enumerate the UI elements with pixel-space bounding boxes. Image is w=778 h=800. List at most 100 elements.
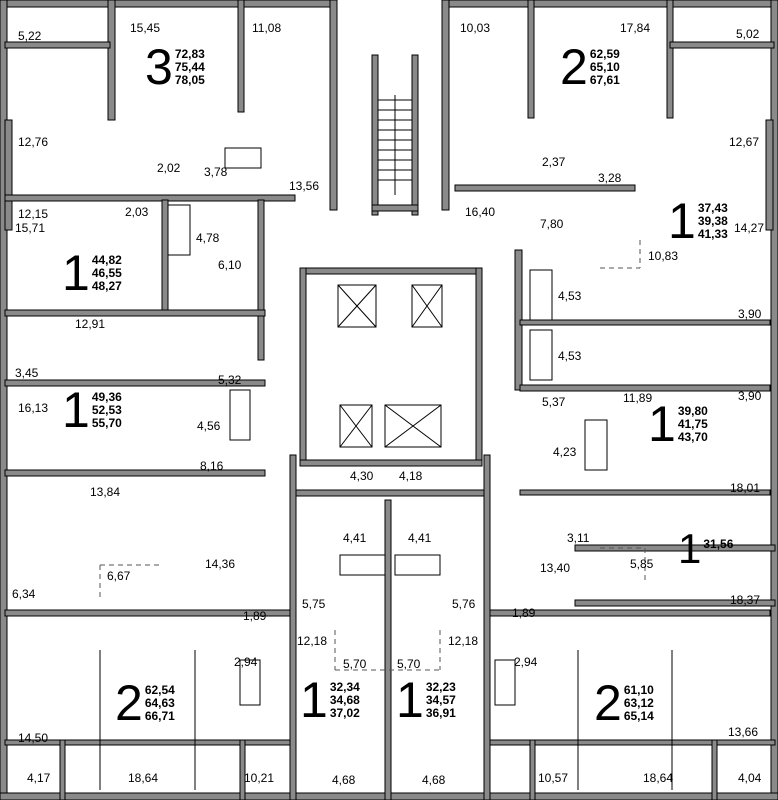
room-area-label: 14,50 xyxy=(18,731,49,745)
area-value: 64,63 xyxy=(144,695,175,710)
room-area-label: 11,08 xyxy=(252,21,282,35)
apartment-1room-right-b: 1 39,80 41,75 43,70 xyxy=(648,399,708,449)
room-area-label: 4,68 xyxy=(332,773,356,787)
room-area-label: 5,37 xyxy=(542,395,566,409)
room-area-label: 14,36 xyxy=(205,557,236,571)
room-area-label: 4,53 xyxy=(558,289,582,303)
room-area-label: 5,22 xyxy=(18,29,42,43)
room-area-label: 18,01 xyxy=(730,481,761,495)
area-value: 39,38 xyxy=(697,213,728,228)
area-value: 37,02 xyxy=(329,705,360,720)
room-area-label: 4,78 xyxy=(196,231,220,245)
room-area-label: 11,89 xyxy=(623,391,653,405)
room-area-label: 10,57 xyxy=(538,771,569,785)
room-area-label: 4,68 xyxy=(422,773,446,787)
room-area-label: 16,40 xyxy=(465,205,496,219)
area-value: 67,61 xyxy=(589,72,620,87)
room-area-label: 18,64 xyxy=(128,771,159,785)
room-count: 1 xyxy=(678,525,702,572)
room-area-label: 8,16 xyxy=(200,459,224,473)
room-count: 2 xyxy=(594,675,622,731)
room-area-label: 1,89 xyxy=(243,609,267,623)
room-area-label: 12,18 xyxy=(448,634,479,648)
apartment-2room-bottom-left: 2 62,54 64,63 66,71 xyxy=(115,678,175,728)
area-value: 52,53 xyxy=(91,402,122,417)
area-value: 49,36 xyxy=(91,389,122,404)
area-value: 31,56 xyxy=(703,537,734,551)
area-value: 41,75 xyxy=(677,416,708,431)
apartment-1room-left-b: 1 49,36 52,53 55,70 xyxy=(62,385,122,435)
room-area-label: 10,83 xyxy=(648,249,679,263)
room-area-label: 13,56 xyxy=(289,179,320,193)
room-area-label: 18,37 xyxy=(730,593,761,607)
area-value: 36,91 xyxy=(425,705,456,720)
area-value: 34,57 xyxy=(425,692,456,707)
room-area-label: 10,21 xyxy=(244,771,275,785)
area-value: 48,27 xyxy=(91,278,122,293)
room-area-label: 4,17 xyxy=(27,771,51,785)
area-value: 46,55 xyxy=(91,265,122,280)
room-area-label: 15,45 xyxy=(130,21,161,35)
room-area-label: 4,18 xyxy=(399,469,423,483)
room-area-label: 6,67 xyxy=(107,569,131,583)
room-count: 3 xyxy=(145,39,173,95)
area-value: 72,83 xyxy=(174,46,205,61)
room-area-label: 3,90 xyxy=(738,307,762,321)
area-value: 65,14 xyxy=(623,708,654,723)
area-value: 32,34 xyxy=(329,679,360,694)
room-area-label: 5,02 xyxy=(736,27,760,41)
room-area-label: 1,89 xyxy=(512,606,536,620)
room-area-label: 6,10 xyxy=(218,258,242,272)
room-area-label: 12,91 xyxy=(75,317,106,331)
room-area-label: 12,18 xyxy=(297,634,328,648)
area-value: 34,68 xyxy=(329,692,360,707)
room-area-label: 10,03 xyxy=(460,21,491,35)
room-area-label: 4,30 xyxy=(350,469,374,483)
area-value: 43,70 xyxy=(677,429,708,444)
room-area-label: 4,23 xyxy=(553,445,577,459)
area-value: 61,10 xyxy=(623,682,654,697)
room-area-label: 4,41 xyxy=(408,531,432,545)
room-area-label: 13,40 xyxy=(540,561,571,575)
room-area-label: 5,70 xyxy=(397,657,421,671)
room-area-label: 2,94 xyxy=(514,655,538,669)
apartment-1room-right-a: 1 37,43 39,38 41,33 xyxy=(668,196,728,246)
room-area-label: 2,02 xyxy=(157,161,181,175)
area-value: 32,23 xyxy=(425,679,456,694)
room-area-label: 6,34 xyxy=(12,587,36,601)
area-value: 78,05 xyxy=(174,72,205,87)
room-count: 2 xyxy=(560,39,588,95)
room-area-label: 13,66 xyxy=(728,725,759,739)
room-area-label: 5,76 xyxy=(452,597,476,611)
room-count: 1 xyxy=(300,672,328,728)
area-value: 63,12 xyxy=(623,695,654,710)
room-area-label: 4,56 xyxy=(197,419,221,433)
room-area-label: 15,71 xyxy=(15,221,46,235)
area-value: 75,44 xyxy=(174,59,205,74)
room-count: 1 xyxy=(668,193,696,249)
room-count: 1 xyxy=(396,672,424,728)
area-value: 39,80 xyxy=(677,403,708,418)
room-area-label: 12,67 xyxy=(729,135,760,149)
area-value: 65,10 xyxy=(589,59,620,74)
room-count: 2 xyxy=(115,675,143,731)
room-area-label: 5,75 xyxy=(302,597,326,611)
room-area-label: 16,13 xyxy=(18,401,49,415)
room-area-label: 4,04 xyxy=(738,771,762,785)
room-area-label: 3,11 xyxy=(567,531,590,545)
area-value: 55,70 xyxy=(91,415,122,430)
room-area-label: 2,03 xyxy=(125,205,149,219)
apartment-1room-bottom-center-right: 1 32,23 34,57 36,91 xyxy=(396,675,456,725)
room-area-label: 2,94 xyxy=(234,655,258,669)
area-value: 66,71 xyxy=(144,708,175,723)
room-area-label: 12,15 xyxy=(18,207,49,221)
room-area-label: 14,27 xyxy=(734,221,765,235)
room-area-label: 12,76 xyxy=(18,135,49,149)
room-count: 1 xyxy=(62,245,90,301)
apartment-2room-top-right: 2 62,59 65,10 67,61 xyxy=(560,42,620,92)
area-value: 41,33 xyxy=(697,226,728,241)
room-area-label: 18,64 xyxy=(643,771,674,785)
room-area-label: 13,84 xyxy=(90,485,121,499)
